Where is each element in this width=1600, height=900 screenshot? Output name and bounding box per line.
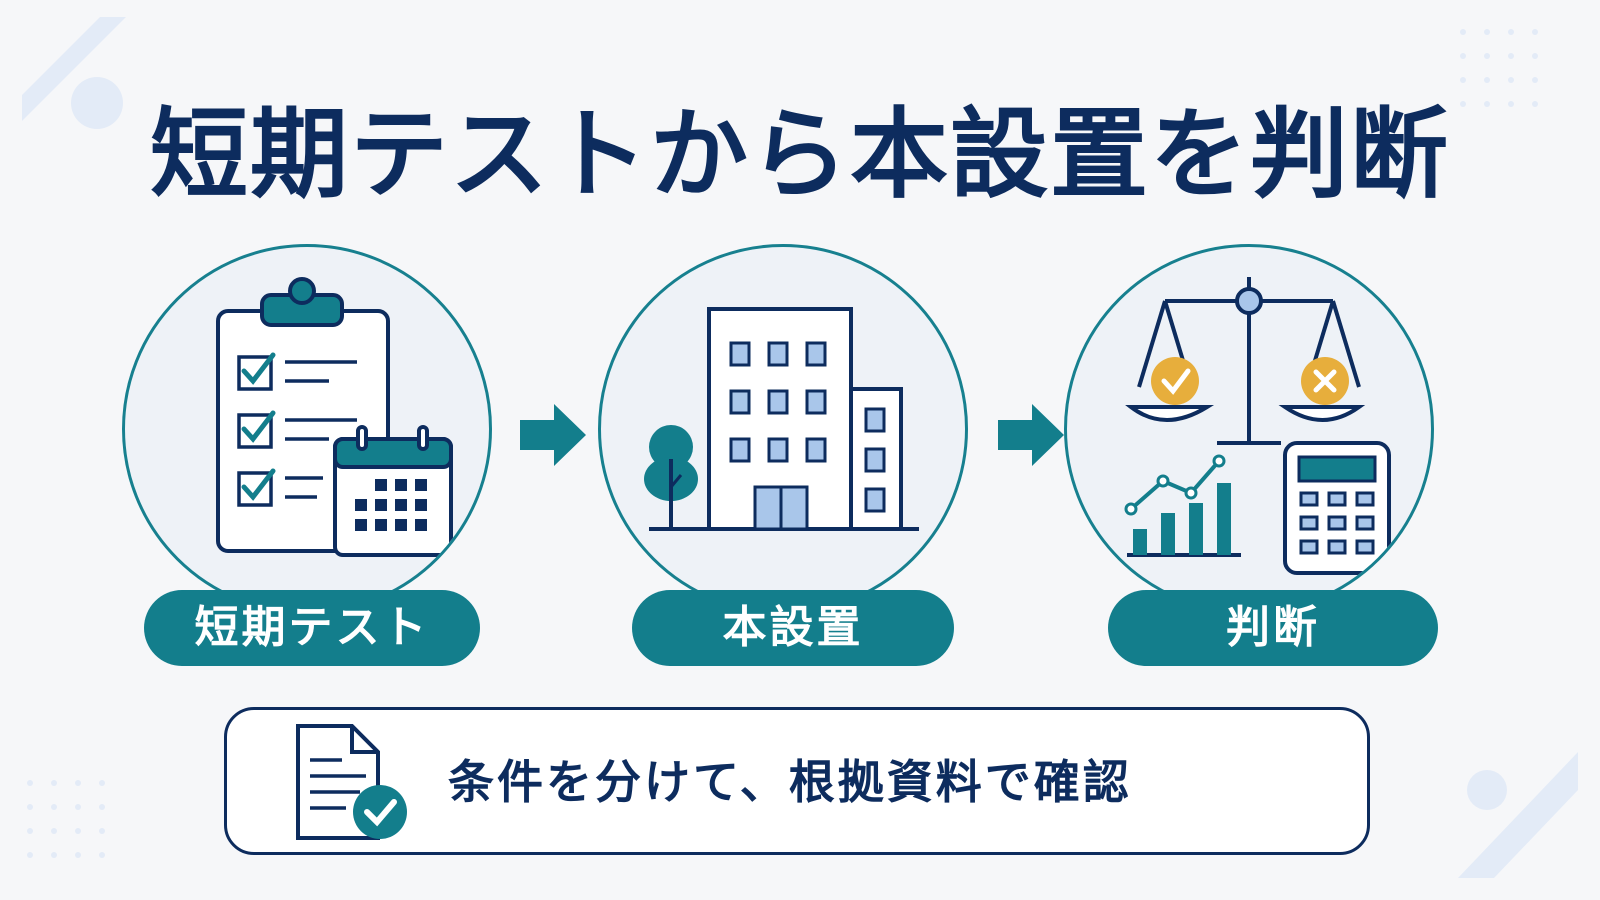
step-1-label: 短期テスト	[144, 590, 480, 666]
document-check-icon	[296, 724, 407, 840]
step-2-circle	[598, 244, 968, 614]
approve-coin-icon	[1151, 357, 1199, 405]
summary-text: 条件を分けて、根拠資料で確認	[448, 755, 1132, 809]
clipboard-checklist-calendar-icon	[216, 277, 453, 557]
bottom-left-dot-grid-decoration	[27, 780, 105, 858]
step-3-circle	[1064, 244, 1434, 614]
top-left-stripe-decoration	[22, 17, 126, 121]
step-1-circle	[122, 244, 492, 614]
top-left-dot-decoration	[71, 77, 123, 129]
arrow-right-icon	[520, 404, 586, 466]
page-title: 短期テストから本設置を判断	[149, 98, 1450, 212]
top-right-dot-grid-decoration	[1460, 29, 1538, 107]
bottom-right-dot-decoration	[1467, 770, 1507, 810]
scales-chart-calculator-icon	[1124, 277, 1391, 575]
step-3-label: 判断	[1108, 590, 1438, 666]
step-2-label: 本設置	[632, 590, 954, 666]
bottom-right-stripe-decoration	[1458, 752, 1578, 878]
summary-box	[224, 707, 1370, 855]
arrow-right-icon	[998, 404, 1064, 466]
office-building-icon	[644, 307, 919, 531]
